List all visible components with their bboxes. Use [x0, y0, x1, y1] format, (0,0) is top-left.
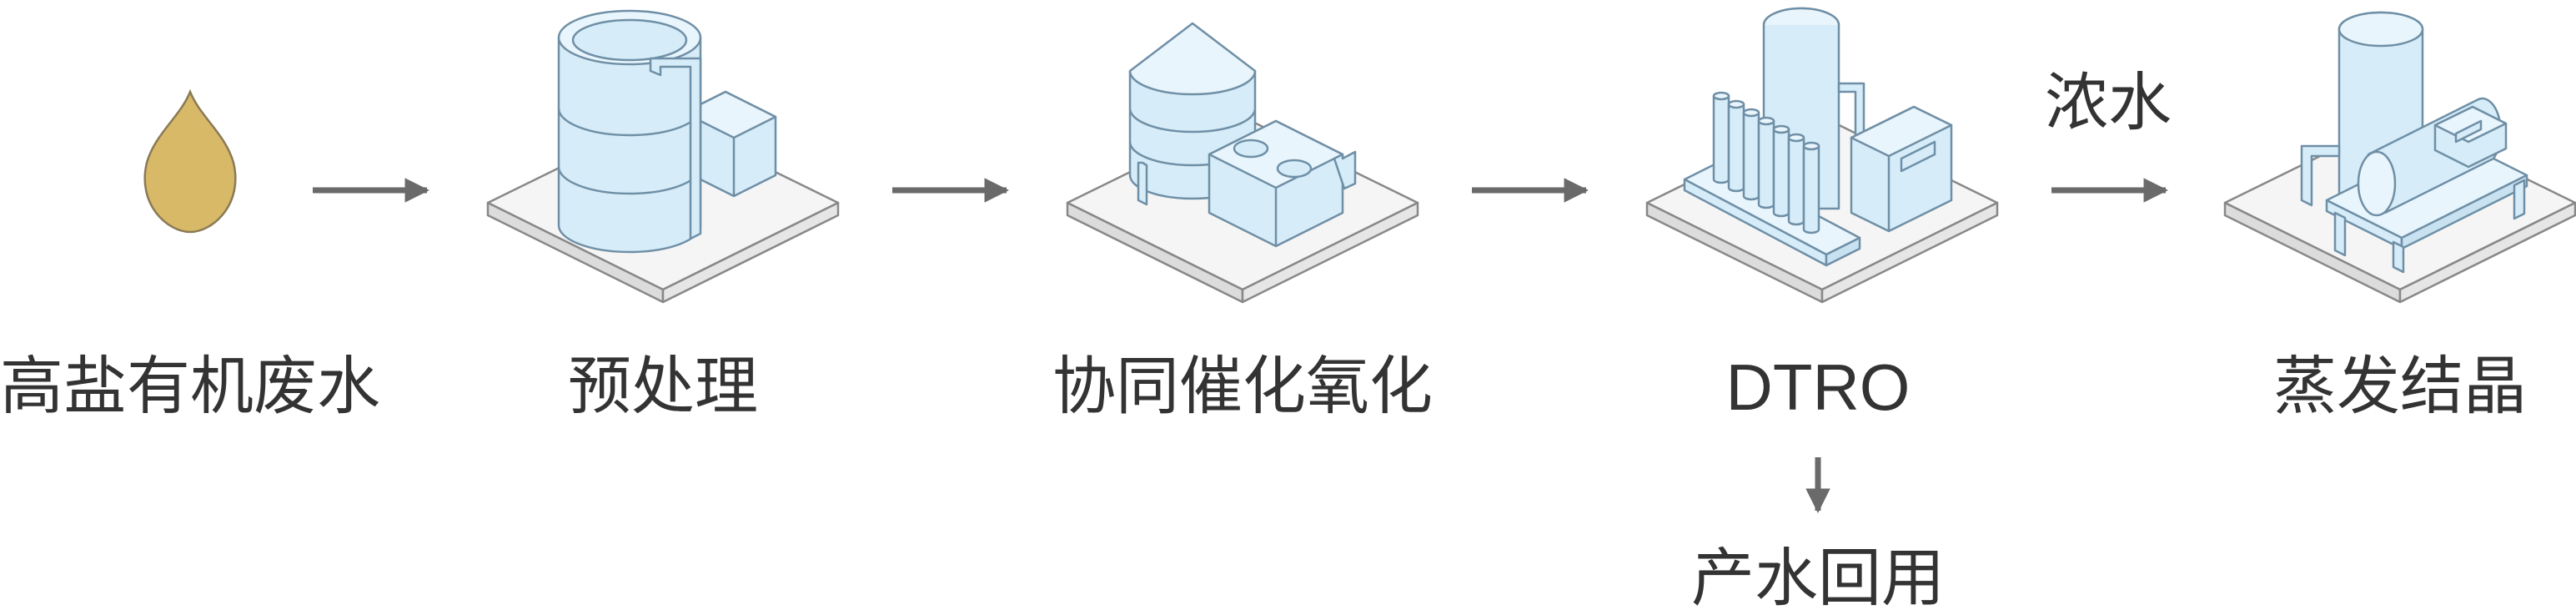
step-label-catalytic-oxidation: 协同催化氧化: [1052, 349, 1433, 423]
step-label-pretreatment: 预处理: [568, 349, 758, 423]
step-label-evaporation: 蒸发结晶: [2273, 349, 2527, 423]
step-label-wastewater: 高盐有机废水: [0, 349, 380, 423]
step-label-dtro: DTRO: [1725, 350, 1911, 424]
catalytic-oxidation-icon: [1066, 22, 1419, 304]
dtro-membrane-icon: [1645, 7, 1999, 304]
branch-label-reuse: 产水回用: [1691, 541, 1945, 615]
branch-label-concentrate: 浓水: [2045, 65, 2172, 139]
pretreatment-tank-icon: [486, 9, 840, 304]
evaporation-crystallizer-icon: [2223, 11, 2576, 304]
wastewater-droplet-icon: [143, 88, 237, 234]
